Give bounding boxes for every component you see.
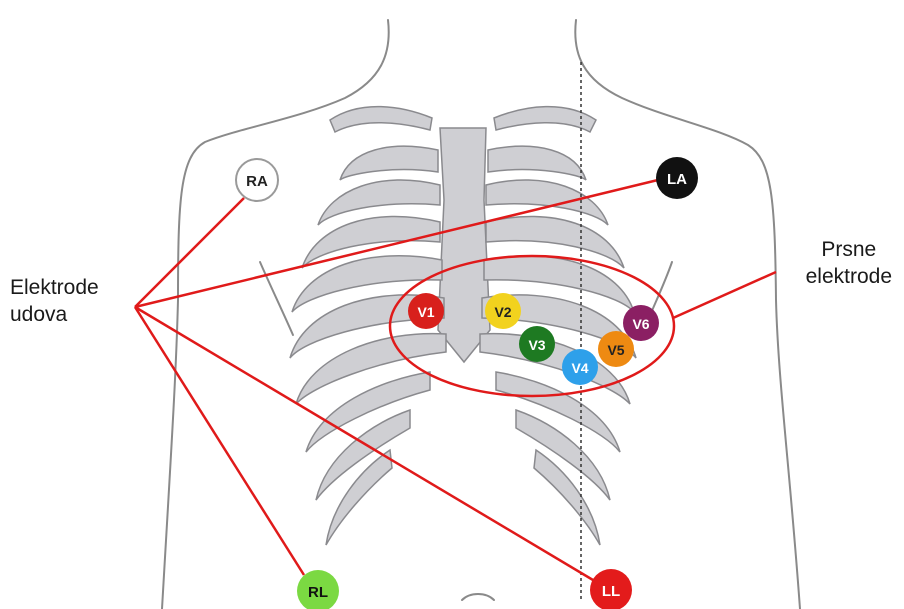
limb-electrodes-label: Elektrode udova — [10, 274, 99, 328]
electrode-v3: V3 — [519, 326, 555, 362]
electrode-rl: RL — [297, 570, 339, 609]
svg-text:V4: V4 — [571, 360, 588, 376]
svg-text:V5: V5 — [607, 342, 624, 358]
svg-text:V3: V3 — [528, 337, 545, 353]
electrode-v6: V6 — [623, 305, 659, 341]
electrode-ll: LL — [590, 569, 632, 609]
svg-text:RL: RL — [308, 584, 328, 601]
svg-text:V1: V1 — [417, 304, 434, 320]
svg-text:V6: V6 — [632, 316, 649, 332]
limb-label-line-1: Elektrode — [10, 274, 99, 301]
chest-label-line-2: elektrode — [806, 263, 892, 290]
svg-text:RA: RA — [246, 173, 268, 190]
svg-text:LL: LL — [602, 583, 620, 600]
rib-cage — [290, 107, 636, 545]
electrode-v2: V2 — [485, 293, 521, 329]
chest-label-line-1: Prsne — [806, 236, 892, 263]
electrode-ra: RA — [236, 159, 278, 201]
svg-text:V2: V2 — [494, 304, 511, 320]
electrode-v4: V4 — [562, 349, 598, 385]
chest-electrodes-label: Prsne elektrode — [806, 236, 892, 290]
svg-text:LA: LA — [667, 171, 687, 188]
electrode-v1: V1 — [408, 293, 444, 329]
limb-label-line-2: udova — [10, 301, 99, 328]
electrode-la: LA — [656, 157, 698, 199]
electrode-v5: V5 — [598, 331, 634, 367]
